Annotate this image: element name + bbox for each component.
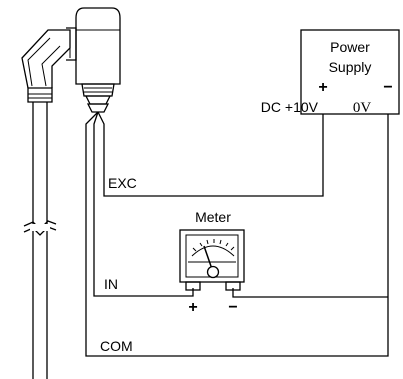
zero-volt-label: 0V <box>353 100 372 116</box>
exc-label: EXC <box>108 175 137 191</box>
meter-title: Meter <box>195 209 231 225</box>
break-symbol <box>23 220 57 236</box>
meter-plus-label: + <box>188 299 197 316</box>
power-supply-title-line1: Power <box>330 39 370 55</box>
in-label: IN <box>104 276 118 292</box>
power-supply-title-line2: Supply <box>329 59 372 75</box>
transmitter-head <box>75 7 121 113</box>
power-supply-plus-label: + <box>318 79 327 96</box>
wire-in <box>93 111 194 297</box>
meter-minus-label: − <box>228 299 237 316</box>
dc-voltage-label: DC +10V <box>261 99 319 115</box>
power-supply: Power Supply + − <box>300 29 400 115</box>
wire-meter-minus <box>232 288 388 298</box>
power-supply-minus-label: − <box>383 79 392 96</box>
sensor-probe <box>21 27 77 379</box>
wire-exc <box>97 111 324 197</box>
meter: Meter + − <box>179 209 245 316</box>
com-label: COM <box>100 338 133 354</box>
wire-com <box>85 111 389 357</box>
